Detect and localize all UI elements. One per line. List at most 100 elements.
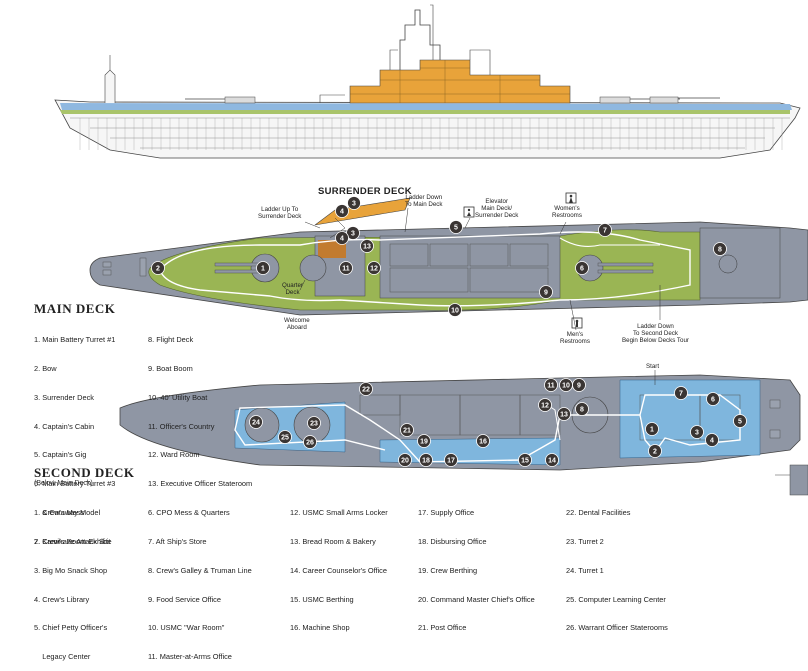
marker-label: 23 — [310, 421, 318, 428]
marker-label: 8 — [718, 247, 722, 254]
callout-start: Start — [646, 363, 660, 370]
legend-item: 6. Main Battery Turret #3 — [34, 479, 116, 489]
main-deck-marker: 8 — [713, 242, 727, 256]
legend-item: 5. Chief Petty Officer's — [34, 623, 108, 633]
main-deck-marker: 13 — [360, 239, 374, 253]
second-deck-marker: 14 — [545, 453, 559, 467]
map-graphics: 1234567891011121334123456789101112131415… — [54, 4, 808, 496]
main-deck-legend-col1: 1. Main Battery Turret #1 2. Bow 3. Surr… — [34, 316, 115, 556]
marker-label: 1 — [261, 266, 265, 273]
main-deck-marker: 12 — [367, 261, 381, 275]
legend-item: 26. Warrant Officer Staterooms — [566, 623, 668, 633]
legend-item: 7. Kamikaze Attack Site — [34, 536, 112, 546]
second-deck-marker: 6 — [706, 392, 720, 406]
second-deck-marker: 13 — [557, 407, 571, 421]
marker-label: 24 — [252, 420, 260, 427]
main-deck-legend-col2: 8. Flight Deck 9. Boat Boom 10. 40' Util… — [148, 316, 252, 498]
main-deck-marker: 7 — [598, 223, 612, 237]
legend-item: Legacy Center — [34, 652, 91, 662]
legend-item: 24. Turret 1 — [566, 565, 604, 575]
marker-label: 20 — [401, 458, 409, 465]
legend-item: 6. CPO Mess & Quarters — [148, 508, 230, 518]
marker-label: 1 — [650, 427, 654, 434]
surrender-deck-label: SURRENDER DECK — [318, 186, 412, 197]
legend-item: 10. USMC "War Room" — [148, 623, 225, 633]
second-deck-marker: 26 — [303, 435, 317, 449]
second-deck-marker: 7 — [674, 386, 688, 400]
main-deck-marker: 4 — [335, 231, 349, 245]
marker-label: 5 — [454, 225, 458, 232]
second-deck-marker: 3 — [690, 425, 704, 439]
legend-item: 8. Crew's Galley & Truman Line — [148, 565, 252, 575]
marker-label: 9 — [544, 290, 548, 297]
second-deck-marker: 22 — [359, 382, 373, 396]
marker-label: 26 — [306, 440, 314, 447]
marker-label: 7 — [679, 391, 683, 398]
legend-item: 3. Big Mo Snack Shop — [34, 565, 108, 575]
main-deck-plan — [89, 197, 808, 316]
main-deck-marker: 4 — [335, 204, 349, 218]
legend-item: 1. Main Battery Turret #1 — [34, 335, 116, 345]
marker-label: 11 — [547, 383, 555, 390]
legend-item: 2. Crew's Room Exhibit — [34, 536, 111, 546]
legend-item: 17. Supply Office — [418, 508, 475, 518]
marker-label: 10 — [451, 308, 459, 315]
legend-item: 20. Command Master Chief's Office — [418, 594, 535, 604]
callout-quarter-deck: Quarter Deck — [282, 282, 303, 297]
marker-label: 2 — [653, 449, 657, 456]
second-deck-marker: 4 — [705, 433, 719, 447]
main-deck-marker: 6 — [575, 261, 589, 275]
marker-label: 2 — [156, 266, 160, 273]
second-deck-title: SECOND DECK — [34, 465, 135, 480]
legend-item: 9. Food Service Office — [148, 594, 221, 604]
marker-label: 5 — [738, 419, 742, 426]
marker-label: 3 — [695, 430, 699, 437]
second-deck-marker: 25 — [278, 430, 292, 444]
marker-label: 7 — [603, 228, 607, 235]
legend-item: 22. Dental Facilities — [566, 508, 631, 518]
main-deck-marker: 3 — [346, 226, 360, 240]
legend-item: 7. Aft Ship's Store — [148, 536, 207, 546]
main-deck-marker: 10 — [448, 303, 462, 317]
legend-item: 16. Machine Shop — [290, 623, 350, 633]
marker-label: 17 — [447, 458, 455, 465]
legend-item: 25. Computer Learning Center — [566, 594, 666, 604]
legend-item: 18. Disbursing Office — [418, 536, 487, 546]
legend-item: 19. Crew Berthing — [418, 565, 478, 575]
marker-label: 6 — [711, 397, 715, 404]
callout-mens-restrooms: Men's Restrooms — [560, 331, 590, 346]
legend-item: & Cutaway Model — [34, 507, 101, 517]
marker-label: 9 — [577, 383, 581, 390]
legend-item: 12. USMC Small Arms Locker — [290, 508, 388, 518]
legend-item: 23. Turret 2 — [566, 536, 604, 546]
callout-womens-restrooms: Women's Restrooms — [552, 205, 582, 220]
marker-label: 14 — [548, 458, 556, 465]
elevator-icon — [463, 206, 475, 218]
legend-item: 15. USMC Berthing — [290, 594, 354, 604]
second-deck-marker: 17 — [444, 453, 458, 467]
marker-label: 13 — [363, 244, 371, 251]
marker-label: 3 — [352, 201, 356, 208]
main-deck-marker: 3 — [347, 196, 361, 210]
second-deck-legend-col5: 22. Dental Facilities 23. Turret 2 24. T… — [566, 489, 668, 643]
marker-label: 15 — [521, 458, 529, 465]
second-deck-marker: 10 — [559, 378, 573, 392]
marker-label: 10 — [562, 383, 570, 390]
main-deck-title: MAIN DECK — [34, 301, 116, 316]
main-deck-marker: 1 — [256, 261, 270, 275]
marker-label: 22 — [362, 387, 370, 394]
legend-item: 12. Ward Room — [148, 450, 200, 460]
legend-item: 5. Captain's Gig — [34, 450, 87, 460]
second-deck-marker: 12 — [538, 398, 552, 412]
marker-label: 12 — [370, 266, 378, 273]
marker-label: 13 — [560, 412, 568, 419]
legend-item: 8. Flight Deck — [148, 335, 194, 345]
second-deck-marker: 18 — [419, 453, 433, 467]
second-deck-marker: 8 — [575, 402, 589, 416]
marker-label: 4 — [340, 209, 344, 216]
adjacent-ship-stub — [775, 464, 808, 496]
legend-item: 10. 40' Utility Boat — [148, 392, 208, 402]
marker-label: 12 — [541, 403, 549, 410]
